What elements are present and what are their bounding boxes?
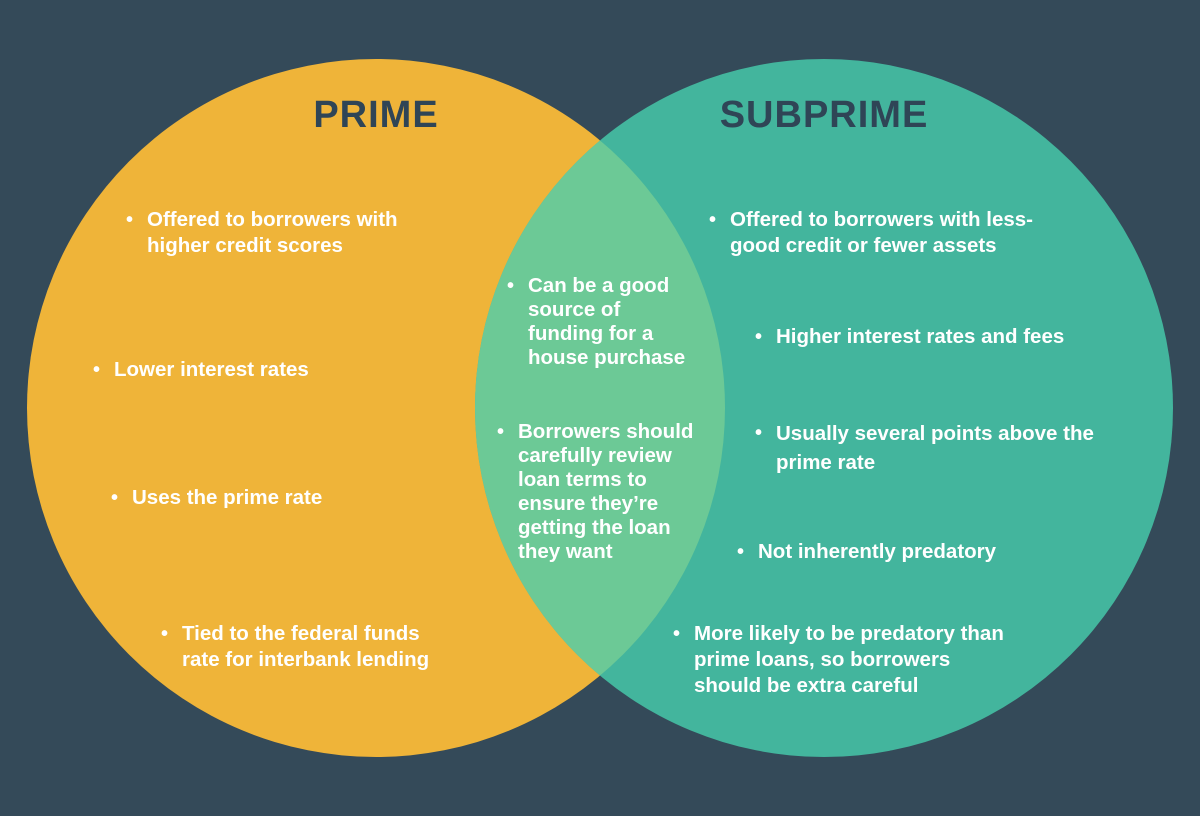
prime-item-text: Tied to the federal funds rate for inter… <box>182 622 430 671</box>
subprime-item-text: Usually several points above the prime r… <box>776 422 1094 474</box>
prime-item-text: Offered to borrowers with higher credit … <box>147 208 398 257</box>
bullet-icon: • <box>161 623 169 645</box>
bullet-icon: • <box>93 359 101 381</box>
bullet-icon: • <box>126 209 134 231</box>
overlap-item-text: Borrowers should carefully review loan t… <box>518 420 694 563</box>
subprime-item: • Offered to borrowers with less- good cr… <box>709 207 1033 259</box>
prime-item: • Uses the prime rate <box>111 485 323 511</box>
bullet-icon: • <box>497 421 505 443</box>
prime-item: • Lower interest rates <box>93 357 309 383</box>
subprime-title: SUBPRIME <box>719 94 929 136</box>
subprime-item-text: Not inherently predatory <box>758 540 997 563</box>
subprime-item: • Usually several points above the prime … <box>755 419 1094 477</box>
prime-item: • Offered to borrowers with higher credit… <box>126 207 398 259</box>
subprime-item: • Higher interest rates and fees <box>755 324 1065 350</box>
bullet-icon: • <box>507 275 515 297</box>
bullet-icon: • <box>709 209 717 231</box>
subprime-item-text: Higher interest rates and fees <box>776 325 1065 348</box>
prime-title: PRIME <box>313 94 439 136</box>
overlap-region <box>475 59 725 757</box>
bullet-icon: • <box>737 541 745 563</box>
bullet-icon: • <box>755 326 763 348</box>
bullet-icon: • <box>111 487 119 509</box>
prime-item-text: Lower interest rates <box>114 358 309 381</box>
overlap-item: • Borrowers should carefully review loan … <box>497 420 694 564</box>
subprime-item-text: More likely to be predatory than prime l… <box>694 622 1004 697</box>
overlap-item-text: Can be a good source of funding for a ho… <box>528 274 686 369</box>
prime-item: • Tied to the federal funds rate for inte… <box>161 621 430 673</box>
subprime-item-text: Offered to borrowers with less- good cre… <box>730 208 1033 257</box>
subprime-item: • Not inherently predatory <box>737 539 997 565</box>
bullet-icon: • <box>673 623 681 645</box>
prime-item-text: Uses the prime rate <box>132 486 323 509</box>
bullet-icon: • <box>755 422 763 444</box>
subprime-item: • More likely to be predatory than prime … <box>673 621 1004 699</box>
overlap-item: • Can be a good source of funding for a h… <box>507 274 686 370</box>
